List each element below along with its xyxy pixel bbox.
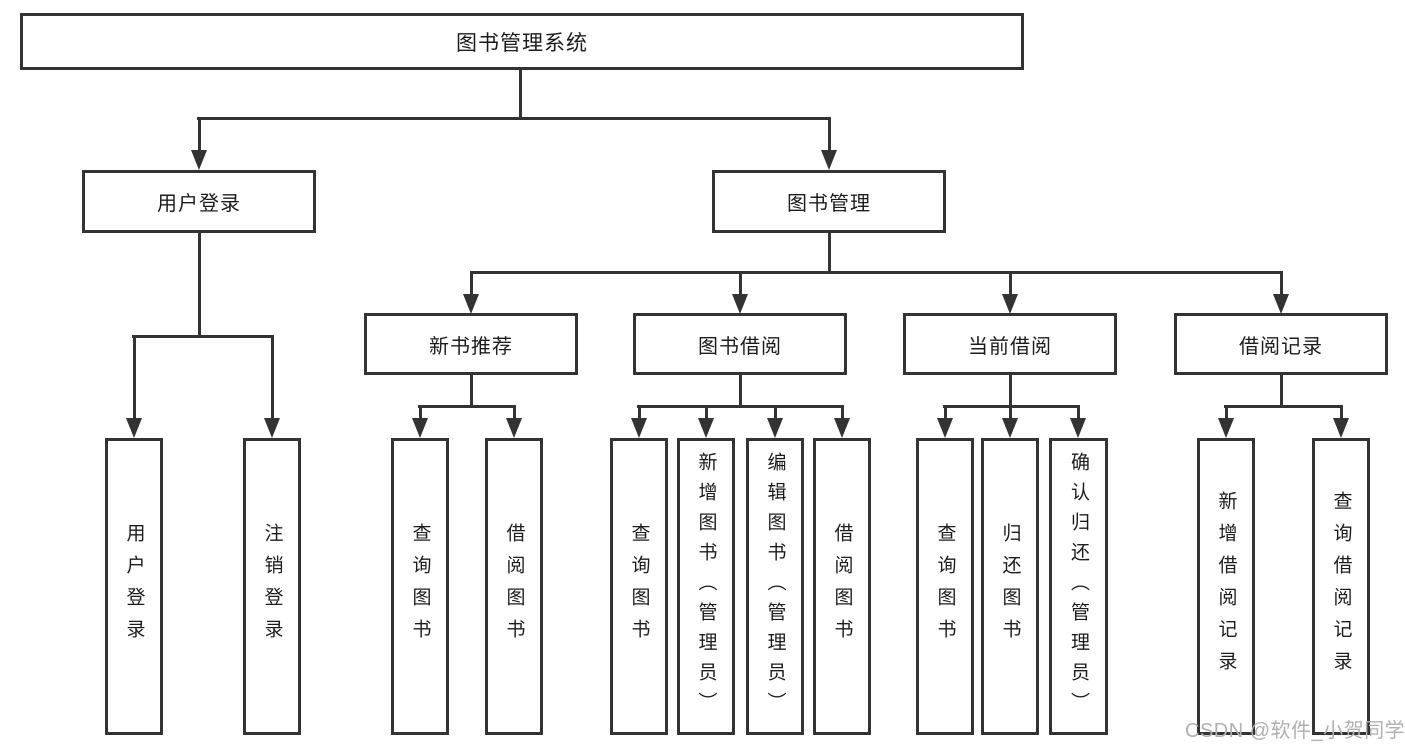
leaf-label: 查询图书: [934, 522, 956, 651]
leaf-borrow-books: 借阅图书: [813, 438, 871, 735]
connector-line: [513, 405, 516, 420]
leaf-label: 查询图书: [409, 522, 431, 651]
arrowhead-down: [834, 418, 850, 438]
leaf-borrow-books: 借阅图书: [485, 438, 543, 735]
node-user-login: 用户登录: [82, 170, 316, 233]
connector-line: [1340, 405, 1343, 420]
leaf-label: 新增借阅记录: [1215, 490, 1237, 683]
leaf-label: 归还图书: [999, 522, 1021, 651]
arrowhead-down: [1070, 418, 1086, 438]
connector-line: [638, 405, 641, 420]
leaf-label: 新增图书（管理员）: [695, 451, 717, 722]
arrowhead-down: [1218, 418, 1234, 438]
leaf-query-books: 查询图书: [391, 438, 449, 735]
arrowhead-down: [126, 418, 142, 438]
leaf-add-books-admin: 新增图书（管理员）: [677, 438, 735, 735]
node-book-management: 图书管理: [712, 170, 946, 233]
connector-line: [418, 405, 516, 408]
connector-line: [133, 335, 136, 419]
leaf-label: 查询借阅记录: [1330, 490, 1352, 683]
leaf-label: 借阅图书: [503, 522, 525, 651]
leaf-query-books: 查询图书: [916, 438, 974, 735]
connector-line: [519, 70, 522, 120]
arrowhead-down: [732, 294, 748, 314]
node-new-book-recommend: 新书推荐: [364, 313, 578, 375]
connector-line: [132, 335, 273, 338]
connector-line: [419, 405, 422, 420]
arrowhead-down: [698, 418, 714, 438]
leaf-label: 查询图书: [628, 522, 650, 651]
connector-line: [271, 335, 274, 419]
node-current-borrowing: 当前借阅: [903, 313, 1117, 375]
connector-line: [198, 117, 201, 151]
connector-line: [470, 271, 1283, 274]
connector-line: [705, 405, 708, 420]
connector-line: [1280, 271, 1283, 296]
connector-line: [637, 405, 844, 408]
connector-line: [828, 233, 831, 272]
leaf-return-books: 归还图书: [981, 438, 1039, 735]
connector-line: [1224, 405, 1342, 408]
connector-line: [828, 117, 831, 151]
connector-line: [944, 405, 947, 420]
connector-line: [1225, 405, 1228, 420]
leaf-add-borrow-record: 新增借阅记录: [1197, 438, 1255, 735]
leaf-query-books: 查询图书: [610, 438, 668, 735]
arrowhead-down: [1333, 418, 1349, 438]
leaf-label: 借阅图书: [831, 522, 853, 651]
connector-line: [841, 405, 844, 420]
node-library-system: 图书管理系统: [20, 13, 1024, 70]
connector-line: [1009, 375, 1012, 406]
leaf-label: 注销登录: [261, 522, 283, 651]
connector-line: [1009, 271, 1012, 296]
arrowhead-down: [1273, 294, 1289, 314]
arrowhead-down: [264, 418, 280, 438]
leaf-user-login: 用户登录: [105, 438, 163, 735]
arrowhead-down: [937, 418, 953, 438]
arrowhead-down: [1002, 294, 1018, 314]
connector-line: [470, 375, 473, 406]
connector-line: [1009, 405, 1012, 420]
connector-line: [1077, 405, 1080, 420]
connector-line: [774, 405, 777, 420]
connector-line: [1280, 375, 1283, 406]
arrowhead-down: [821, 150, 837, 170]
node-book-borrowing: 图书借阅: [633, 313, 847, 375]
arrowhead-down: [506, 418, 522, 438]
arrowhead-down: [631, 418, 647, 438]
connector-line: [197, 117, 831, 120]
leaf-label: 编辑图书（管理员）: [764, 451, 786, 722]
connector-line: [198, 233, 201, 336]
arrowhead-down: [191, 150, 207, 170]
arrowhead-down: [767, 418, 783, 438]
leaf-confirm-return-admin: 确认归还（管理员）: [1049, 438, 1108, 735]
node-borrowing-records: 借阅记录: [1174, 313, 1388, 375]
leaf-label: 用户登录: [123, 522, 145, 651]
leaf-query-borrow-record: 查询借阅记录: [1312, 438, 1370, 735]
leaf-edit-books-admin: 编辑图书（管理员）: [746, 438, 804, 735]
arrowhead-down: [412, 418, 428, 438]
arrowhead-down: [1002, 418, 1018, 438]
connector-line: [470, 271, 473, 296]
watermark: CSDN @软件_小贺同学: [1185, 720, 1405, 742]
connector-line: [739, 375, 742, 406]
leaf-logout: 注销登录: [243, 438, 301, 735]
leaf-label: 确认归还（管理员）: [1068, 451, 1089, 722]
arrowhead-down: [463, 294, 479, 314]
connector-line: [739, 271, 742, 296]
